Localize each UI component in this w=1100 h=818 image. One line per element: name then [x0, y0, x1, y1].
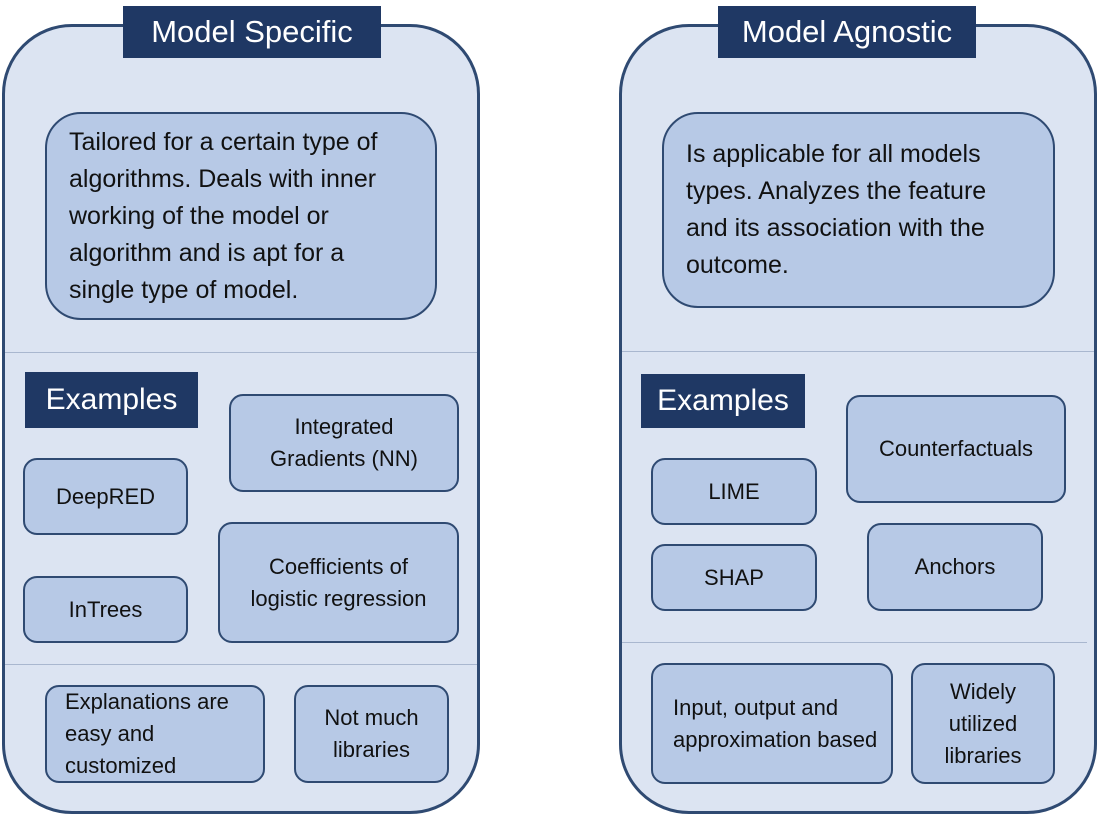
model-agnostic-description: Is applicable for all models types. Anal…: [662, 112, 1055, 308]
note-widely-utilized-libraries: Widely utilized libraries: [911, 663, 1055, 784]
note-explanations: Explanations are easy and customized: [45, 685, 265, 783]
model-specific-title: Model Specific: [123, 6, 381, 58]
example-shap: SHAP: [651, 544, 817, 611]
model-agnostic-divider-bottom: [622, 642, 1087, 643]
example-coefficients: Coefficients of logistic regression: [218, 522, 459, 643]
note-input-output: Input, output and approximation based: [651, 663, 893, 784]
example-integrated-gradients: Integrated Gradients (NN): [229, 394, 459, 492]
example-anchors: Anchors: [867, 523, 1043, 611]
model-specific-divider-bottom: [5, 664, 477, 665]
model-agnostic-divider-top: [622, 351, 1094, 352]
model-agnostic-examples-label: Examples: [641, 374, 805, 428]
model-specific-divider-top: [5, 352, 477, 353]
example-deepred: DeepRED: [23, 458, 188, 535]
example-lime: LIME: [651, 458, 817, 525]
example-counterfactuals: Counterfactuals: [846, 395, 1066, 503]
example-intrees: InTrees: [23, 576, 188, 643]
model-agnostic-title: Model Agnostic: [718, 6, 976, 58]
model-specific-description: Tailored for a certain type of algorithm…: [45, 112, 437, 320]
model-specific-examples-label: Examples: [25, 372, 198, 428]
note-not-much-libraries: Not much libraries: [294, 685, 449, 783]
